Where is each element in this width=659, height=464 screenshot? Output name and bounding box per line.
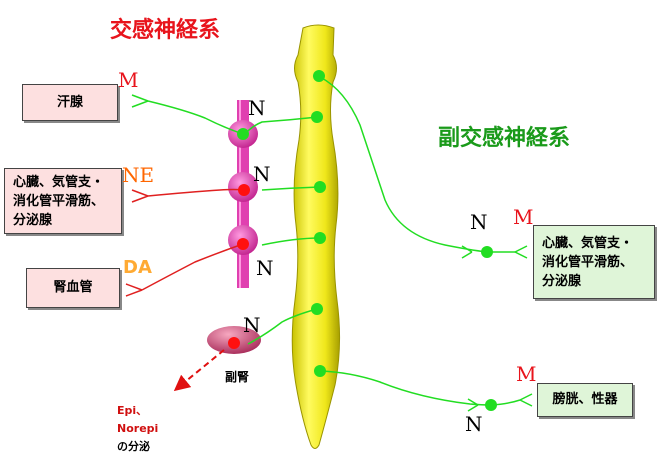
target-sweat-gland-label: 汗腺 (56, 95, 83, 110)
target-renal-vessel-label: 腎血管 (53, 280, 93, 295)
nerve-ending-para-bladder-1 (467, 398, 479, 412)
receptor-label-bladder: M (516, 362, 537, 386)
cord-origin-dot-6 (314, 365, 326, 377)
target-heart-sympathetic: 心臓、気管支・ 消化管平滑筋、 分泌腺 (4, 168, 122, 234)
target-heart-para-line-2: 消化管平滑筋、 (542, 255, 634, 270)
receptor-label-renal: DA (123, 257, 152, 278)
postganglionic-fiber-renal (141, 243, 244, 291)
cord-origin-dot-5 (311, 303, 323, 315)
cord-origin-dot-2 (311, 111, 323, 123)
target-heart-parasympathetic: 心臓、気管支・ 消化管平滑筋、 分泌腺 (533, 225, 655, 299)
nerve-ending-para-heart-1 (461, 245, 473, 259)
adrenal-secretion-arrow (173, 349, 225, 392)
nerve-ending-heart (131, 189, 149, 203)
para-ganglion-dot-bladder (485, 399, 497, 411)
receptor-label-sweat: M (118, 68, 139, 92)
target-renal-vessel: 腎血管 (26, 268, 120, 308)
cord-origin-dot-3 (314, 181, 326, 193)
target-heart-sym-line-3: 分泌腺 (13, 213, 53, 228)
parasympathetic-fiber-heart (319, 76, 488, 253)
cord-origin-dot-1 (313, 70, 325, 82)
target-heart-sym-line-1: 心臓、気管支・ (13, 175, 105, 190)
nerve-ending-para-heart-2 (514, 245, 528, 259)
postganglionic-fiber-sweat (147, 100, 244, 135)
receptor-label-heart-para: M (513, 205, 534, 229)
target-bladder-label: 膀胱、性器 (552, 392, 618, 407)
nicotinic-label-3: N (256, 256, 274, 280)
nerve-ending-para-bladder-2 (519, 393, 533, 407)
nicotinic-label-adrenal: N (243, 313, 261, 337)
ganglion-synapse-dot-2 (238, 184, 250, 196)
secretion-line-epi: Epi、 (117, 404, 148, 417)
target-bladder-genitals: 膀胱、性器 (537, 383, 633, 417)
secretion-line-norepi: Norepi (117, 422, 159, 435)
target-sweat-gland: 汗腺 (22, 84, 118, 121)
para-ganglion-dot-heart (481, 246, 493, 258)
target-heart-para-line-1: 心臓、気管支・ (542, 236, 634, 251)
adrenal-synapse-dot (228, 337, 240, 349)
ganglion-synapse-dot-1 (237, 128, 249, 140)
cord-origin-dot-4 (314, 232, 326, 244)
nicotinic-label-para-heart: N (470, 210, 488, 234)
ganglion-synapse-dot-3 (237, 238, 249, 250)
postganglionic-fiber-heart (147, 188, 244, 197)
nicotinic-label-para-bladder: N (465, 412, 483, 436)
preganglionic-fiber-adrenal (247, 308, 318, 345)
adrenal-secretion-text: Epi、 Norepi の分泌 (117, 402, 158, 456)
receptor-label-heart-sym: NE (122, 163, 155, 187)
target-heart-para-line-3: 分泌腺 (542, 274, 582, 289)
sympathetic-title: 交感神経系 (110, 18, 221, 43)
nerve-ending-renal (125, 283, 143, 297)
preganglionic-fiber-1 (244, 116, 319, 135)
adrenal-label: 副腎 (225, 370, 250, 384)
target-heart-sym-line-2: 消化管平滑筋、 (13, 194, 105, 209)
nicotinic-label-1: N (248, 96, 266, 120)
parasympathetic-fiber-bladder (319, 370, 492, 406)
parasympathetic-title: 副交感神経系 (438, 126, 571, 151)
nicotinic-label-2: N (253, 162, 271, 186)
nerve-ending-sweat (131, 94, 149, 108)
secretion-line-suffix: の分泌 (117, 440, 150, 453)
